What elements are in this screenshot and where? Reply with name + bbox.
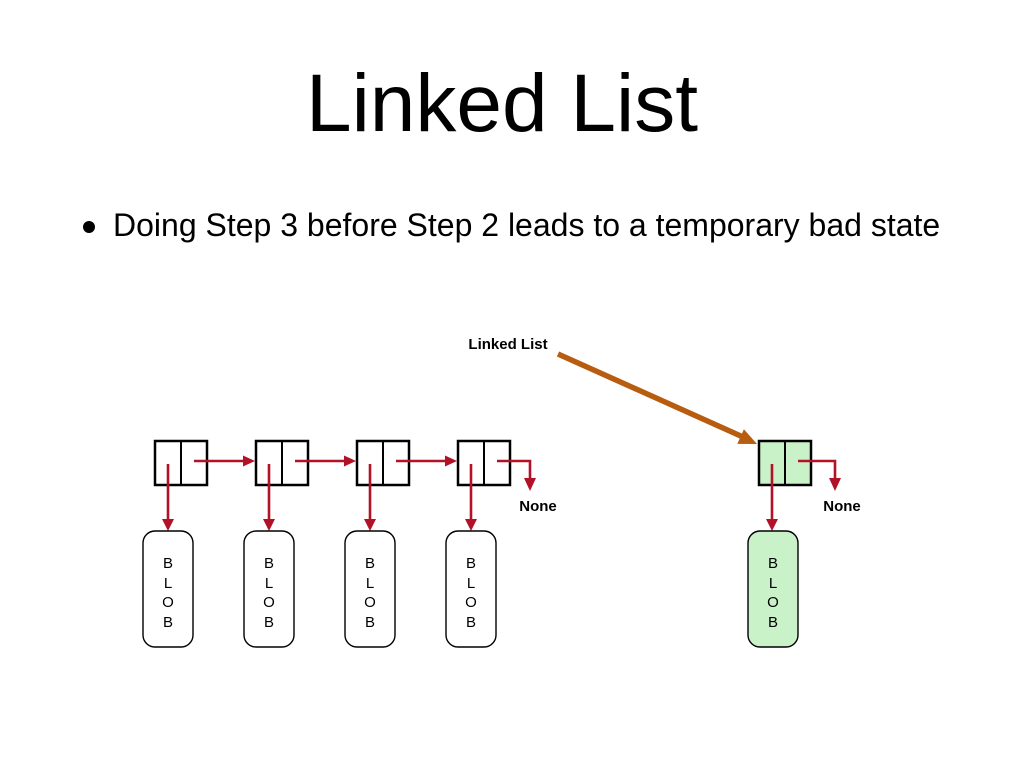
blob-letter: L — [366, 575, 374, 592]
blob-pointer-arrow-1 — [162, 464, 174, 531]
list-node-3 — [355, 439, 411, 487]
new-node — [757, 439, 813, 487]
blob-letter: O — [767, 594, 779, 611]
bullet-text: Doing Step 3 before Step 2 leads to a te… — [113, 207, 941, 243]
blob-pointer-arrow-5 — [766, 464, 778, 531]
blob-letter: B — [163, 614, 173, 631]
blob-letter: O — [263, 594, 275, 611]
blob-letter: O — [162, 594, 174, 611]
blob-letter: B — [264, 555, 274, 572]
list-node-2 — [254, 439, 310, 487]
bullet-marker-icon — [83, 221, 95, 233]
blob-letter: B — [466, 614, 476, 631]
next-pointer-arrow-3 — [396, 455, 457, 467]
blob-letter: B — [163, 555, 173, 572]
new-blob-box: B L O B — [747, 530, 799, 648]
blob-letter: L — [467, 575, 475, 592]
slide-title: Linked List — [305, 58, 699, 149]
blob-pointer-arrow-3 — [364, 464, 376, 531]
blob-letter: L — [265, 575, 273, 592]
none-pointer-arrow-2 — [798, 459, 841, 491]
blob-letter: L — [769, 575, 777, 592]
blob-box-3: B L O B — [344, 530, 396, 648]
none-label-1: None — [519, 498, 557, 515]
next-pointer-arrow-1 — [194, 455, 255, 467]
blob-letter: B — [365, 614, 375, 631]
blob-letter: B — [264, 614, 274, 631]
linked-list-diagram: Linked List — [142, 336, 861, 648]
blob-box-2: B L O B — [243, 530, 295, 648]
blob-letter: B — [365, 555, 375, 572]
list-node-4 — [456, 439, 512, 487]
list-node-1 — [153, 439, 209, 487]
blob-letter: B — [768, 614, 778, 631]
none-label-2: None — [823, 498, 861, 515]
blob-letter: B — [768, 555, 778, 572]
blob-box-4: B L O B — [445, 530, 497, 648]
none-pointer-arrow-1 — [497, 459, 536, 491]
blob-letter: O — [364, 594, 376, 611]
blob-box-1: B L O B — [142, 530, 194, 648]
blob-pointer-arrow-4 — [465, 464, 477, 531]
blob-letter: O — [465, 594, 477, 611]
blob-letter: L — [164, 575, 172, 592]
next-pointer-arrow-2 — [295, 455, 356, 467]
blob-pointer-arrow-2 — [263, 464, 275, 531]
linked-list-label: Linked List — [468, 336, 547, 353]
linked-list-pointer-arrow — [556, 351, 757, 444]
blob-letter: B — [466, 555, 476, 572]
